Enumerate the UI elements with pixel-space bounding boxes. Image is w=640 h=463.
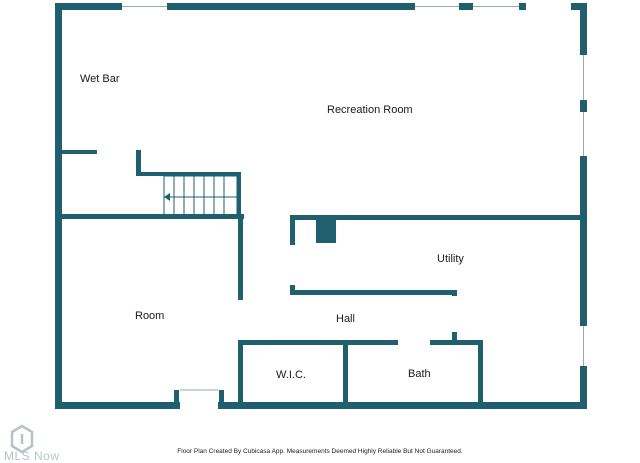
label-wic: W.I.C. — [276, 369, 306, 381]
wall-wetbar-short — [62, 150, 97, 154]
wall-stair-vert — [136, 150, 141, 176]
wall-hall-right — [452, 290, 457, 296]
wall-room-right — [238, 214, 243, 300]
wall-wic-top — [238, 340, 398, 345]
wall-bath-right — [478, 340, 483, 402]
label-recreation-room: Recreation Room — [327, 104, 413, 116]
wall-stub-1 — [174, 390, 179, 402]
wall-stair-right — [237, 172, 241, 218]
wall-utility-bottom — [290, 290, 457, 295]
footer-note: Floor Plan Created By Cubicasa App. Meas… — [177, 448, 463, 455]
wall-utility-left — [290, 215, 295, 245]
wall-top — [55, 3, 587, 10]
wall-room-top — [62, 214, 244, 219]
label-wet-bar: Wet Bar — [80, 73, 120, 85]
window-top-4 — [526, 2, 571, 11]
outer-walls — [55, 3, 587, 409]
wall-wic-bath-divider — [343, 345, 348, 402]
stair-arrow-icon — [164, 193, 170, 201]
wall-bath-top — [430, 340, 483, 345]
label-hall: Hall — [336, 313, 355, 325]
wall-right — [580, 3, 587, 409]
wall-hall-right-lower — [452, 332, 457, 344]
wall-stub-2 — [219, 390, 224, 402]
label-room: Room — [135, 310, 164, 322]
chimney-block — [316, 220, 336, 243]
wall-room-right-lower — [238, 340, 243, 402]
wall-utility-top — [290, 215, 580, 220]
interior-walls — [62, 150, 580, 402]
stairs — [163, 175, 238, 216]
label-utility: Utility — [437, 253, 464, 265]
windows — [122, 2, 587, 409]
door-bottom — [180, 402, 218, 409]
wall-bottom — [55, 402, 587, 409]
label-bath: Bath — [408, 368, 431, 380]
wall-stair-top — [136, 172, 238, 176]
brand-logo-icon — [10, 424, 34, 454]
wall-left — [55, 3, 62, 409]
